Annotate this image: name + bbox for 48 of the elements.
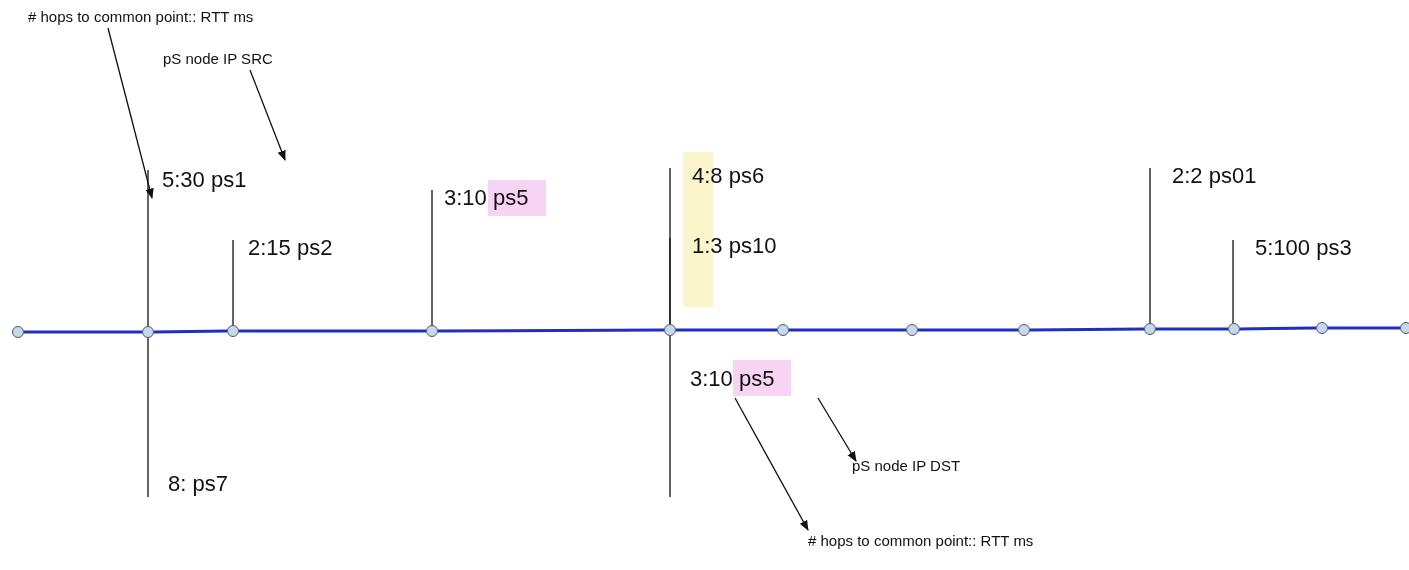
- node-label: 5:100 ps3: [1233, 230, 1352, 266]
- junction-dot: [1400, 322, 1409, 334]
- line-segment: [1328, 326, 1400, 330]
- line-segment: [239, 329, 426, 333]
- junction-dot: [777, 324, 789, 336]
- connector-line: [1232, 239, 1234, 324]
- connector-line: [669, 335, 671, 397]
- leader-arrow: [734, 397, 809, 531]
- connector-line: [232, 239, 234, 326]
- node-label: 1:3 ps10: [670, 228, 777, 264]
- annotation-label: pS node IP SRC: [163, 48, 273, 70]
- line-segment: [1239, 326, 1317, 331]
- annotation-label: # hops to common point:: RTT ms: [28, 6, 254, 28]
- node-label: 8: ps7: [148, 465, 228, 503]
- line-segment: [438, 328, 664, 333]
- connector-line: [147, 337, 149, 498]
- junction-dot: [1144, 323, 1156, 335]
- junction-dot: [227, 325, 239, 337]
- junction-dot: [664, 324, 676, 336]
- connector-line: [431, 189, 433, 326]
- connector-line: [1149, 167, 1151, 324]
- line-segment: [1030, 327, 1144, 332]
- annotation-label: # hops to common point:: RTT ms: [808, 530, 1034, 552]
- junction-dot: [142, 326, 154, 338]
- line-segment: [24, 330, 142, 334]
- line-segment: [1156, 327, 1228, 331]
- line-segment: [789, 328, 906, 332]
- junction-dot: [1316, 322, 1328, 334]
- leader-arrow: [107, 27, 154, 199]
- node-label: 4:8 ps6: [670, 158, 765, 194]
- node-label: 3:10 ps5: [432, 180, 529, 216]
- node-label: 2:2 ps01: [1150, 158, 1257, 194]
- junction-dot: [12, 326, 24, 338]
- junction-dot: [426, 325, 438, 337]
- junction-dot: [906, 324, 918, 336]
- node-label: 2:15 ps2: [233, 230, 333, 266]
- junction-dot: [1228, 323, 1240, 335]
- leader-arrow: [249, 69, 286, 161]
- junction-dot: [1018, 324, 1030, 336]
- connector-line: [147, 169, 149, 327]
- line-segment: [918, 328, 1018, 332]
- node-label: 5:30 ps1: [148, 160, 247, 200]
- line-segment: [153, 329, 228, 334]
- connector-line: [669, 237, 671, 325]
- node-label: 3:10 ps5: [670, 360, 775, 398]
- leader-arrow: [817, 397, 857, 462]
- annotation-label: pS node IP DST: [852, 455, 961, 477]
- line-segment: [676, 328, 777, 332]
